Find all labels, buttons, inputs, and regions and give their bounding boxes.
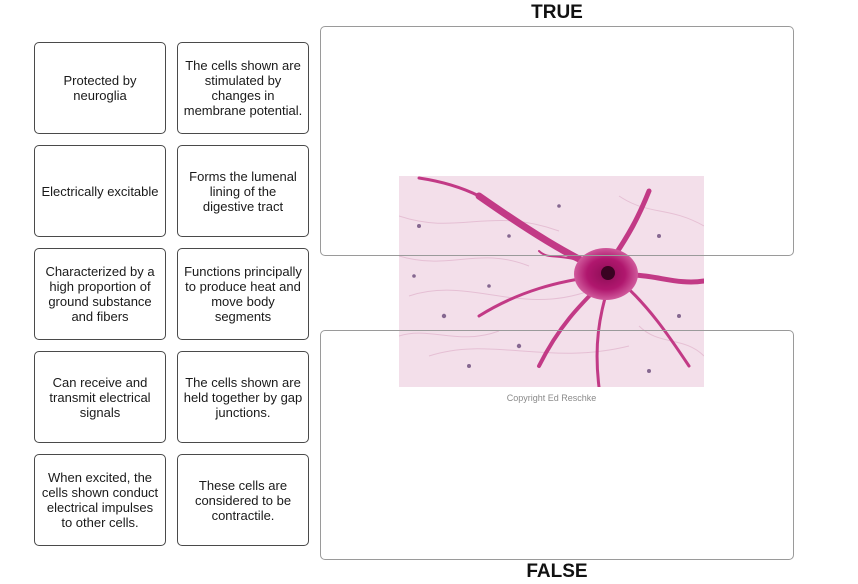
drag-card-protected-by-neuroglia[interactable]: Protected by neuroglia bbox=[34, 42, 166, 134]
false-drop-zone[interactable] bbox=[320, 330, 794, 560]
drag-card-gap-junctions[interactable]: The cells shown are held together by gap… bbox=[177, 351, 309, 443]
true-heading: TRUE bbox=[531, 2, 583, 23]
drag-card-conduct-impulses[interactable]: When excited, the cells shown conduct el… bbox=[34, 454, 166, 546]
drag-card-receive-transmit-signals[interactable]: Can receive and transmit electrical sign… bbox=[34, 351, 166, 443]
drag-card-electrically-excitable[interactable]: Electrically excitable bbox=[34, 145, 166, 237]
drag-card-produce-heat[interactable]: Functions principally to produce heat an… bbox=[177, 248, 309, 340]
drag-card-contractile[interactable]: These cells are considered to be contrac… bbox=[177, 454, 309, 546]
drag-card-lumenal-lining[interactable]: Forms the lumenal lining of the digestiv… bbox=[177, 145, 309, 237]
neuron-micrograph bbox=[399, 176, 704, 387]
image-copyright: Copyright Ed Reschke bbox=[506, 393, 597, 403]
false-heading: FALSE bbox=[526, 561, 588, 582]
drag-card-ground-substance[interactable]: Characterized by a high proportion of gr… bbox=[34, 248, 166, 340]
neuron-micrograph-image bbox=[399, 176, 704, 387]
drag-card-stimulated-by-membrane-potential[interactable]: The cells shown are stimulated by change… bbox=[177, 42, 309, 134]
true-drop-zone[interactable] bbox=[320, 26, 794, 256]
